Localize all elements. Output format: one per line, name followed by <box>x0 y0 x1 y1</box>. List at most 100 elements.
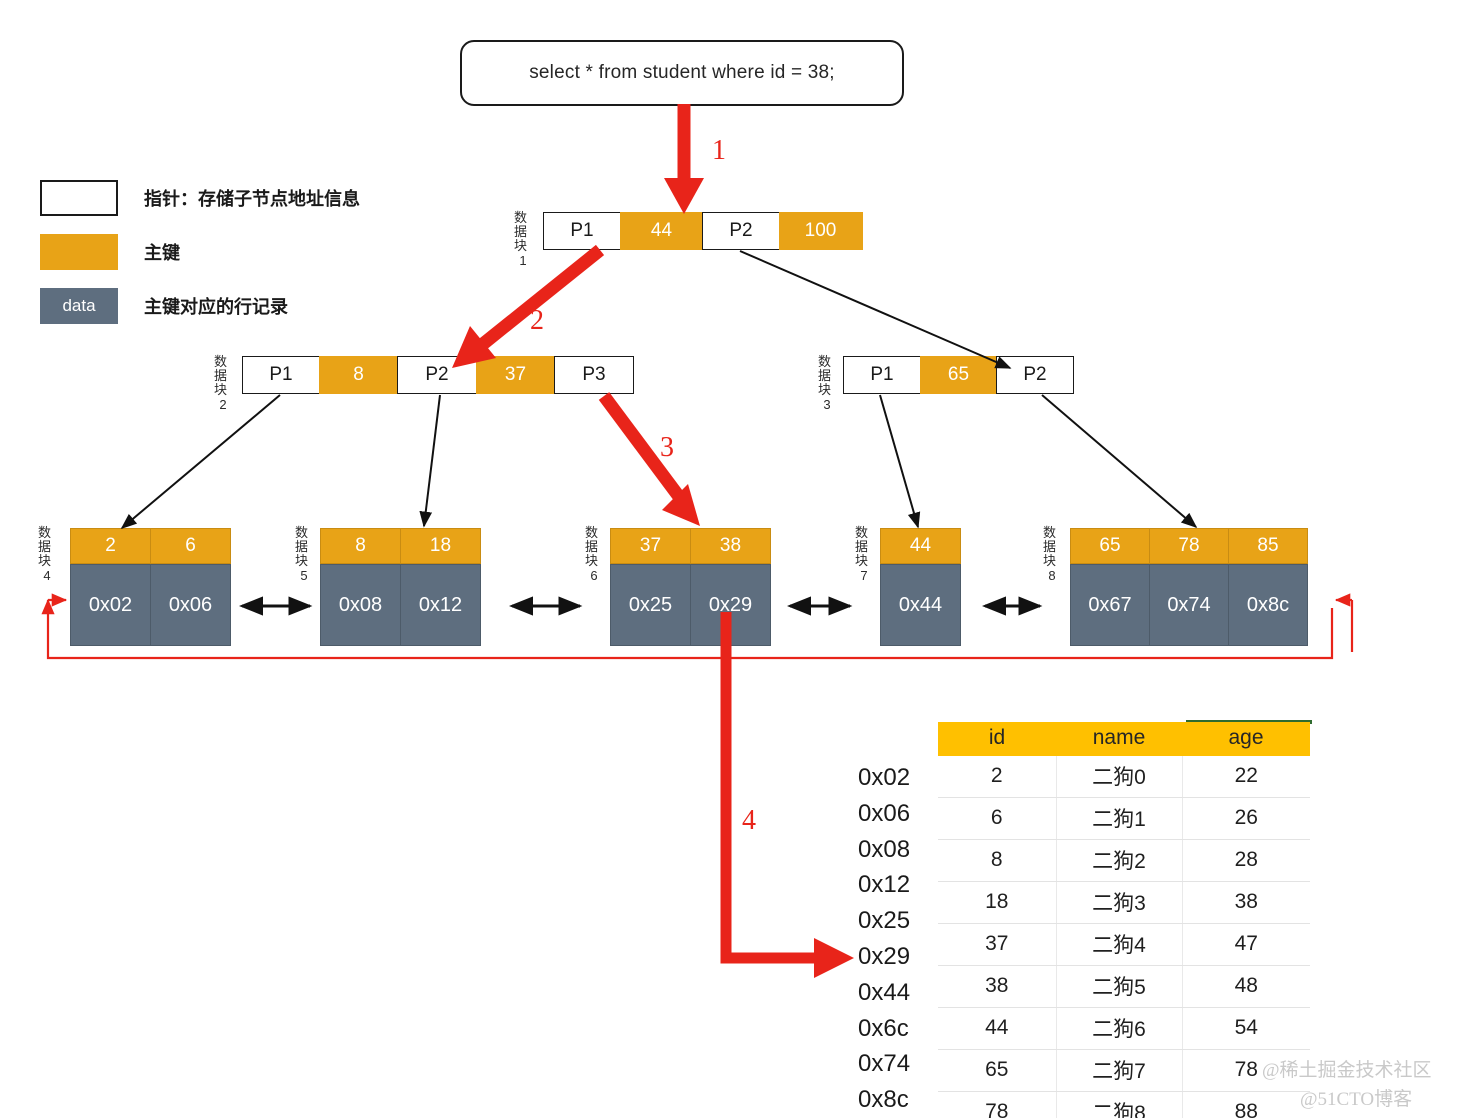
tree-node-internal-left: P1 8 P2 37 P3 <box>242 356 634 394</box>
table-row: 37 二狗4 47 <box>938 923 1310 966</box>
node2-cell-key-37[interactable]: 37 <box>475 356 556 394</box>
record-address-column: 0x02 0x06 0x08 0x12 0x25 0x29 0x44 0x6c … <box>858 760 910 1118</box>
cell-age: 38 <box>1182 881 1310 924</box>
leaf-node-6: 37 38 0x25 0x29 <box>610 528 771 646</box>
block-label-5: 数据块 5 <box>295 525 313 584</box>
root-cell-key-100[interactable]: 100 <box>778 212 863 250</box>
node2-cell-p1[interactable]: P1 <box>242 356 320 394</box>
column-header-age: age <box>1182 722 1310 756</box>
leaf-4-key-0[interactable]: 2 <box>70 528 151 564</box>
leaf-6-key-1[interactable]: 38 <box>690 528 771 564</box>
table-row: 44 二狗6 54 <box>938 1007 1310 1050</box>
block-label-prefix: 数据块 <box>585 525 599 569</box>
cell-id: 65 <box>938 1049 1057 1092</box>
leaf-7-key-0[interactable]: 44 <box>880 528 961 564</box>
root-cell-p1[interactable]: P1 <box>543 212 621 250</box>
leaf-6-data: 0x25 0x29 <box>610 564 771 646</box>
root-cell-p2[interactable]: P2 <box>702 212 780 250</box>
cell-id: 38 <box>938 965 1057 1008</box>
table-row: 6 二狗1 26 <box>938 797 1310 840</box>
block-label-1: 数据块 1 <box>514 210 532 269</box>
leaf-8-data-2[interactable]: 0x8c <box>1228 564 1308 646</box>
leaf-6-data-0[interactable]: 0x25 <box>610 564 691 646</box>
leaf-5-key-1[interactable]: 18 <box>400 528 481 564</box>
leaf-8-key-0[interactable]: 65 <box>1070 528 1150 564</box>
leaf-node-7: 44 0x44 <box>880 528 961 646</box>
leaf-5-data-0[interactable]: 0x08 <box>320 564 401 646</box>
node3-cell-p1[interactable]: P1 <box>843 356 921 394</box>
block-label-prefix: 数据块 <box>1043 525 1057 569</box>
cell-name: 二狗3 <box>1056 881 1183 924</box>
block-label-prefix: 数据块 <box>818 354 832 398</box>
leaf-5-data: 0x08 0x12 <box>320 564 481 646</box>
cell-age: 54 <box>1182 1007 1310 1050</box>
cell-age: 78 <box>1182 1049 1310 1092</box>
leaf-6-data-1[interactable]: 0x29 <box>690 564 771 646</box>
block-label-number: 5 <box>300 568 308 584</box>
node3-cell-p2[interactable]: P2 <box>996 356 1074 394</box>
watermark-secondary: @51CTO博客 <box>1300 1089 1413 1110</box>
edge-root-to-node3 <box>739 250 1012 369</box>
edge-node3-to-leaf7 <box>879 394 921 529</box>
leaf-node-5: 8 18 0x08 0x12 <box>320 528 481 646</box>
cell-age: 88 <box>1182 1091 1310 1118</box>
block-label-number: 8 <box>1048 568 1056 584</box>
node2-cell-p2[interactable]: P2 <box>397 356 477 394</box>
leaf-5-key-0[interactable]: 8 <box>320 528 401 564</box>
record-address: 0x12 <box>858 871 911 899</box>
leaf-6-keys: 37 38 <box>610 528 771 564</box>
leaf-7-keys: 44 <box>880 528 961 564</box>
tree-node-internal-right: P1 65 P2 <box>843 356 1074 394</box>
leaf-8-key-2[interactable]: 85 <box>1228 528 1308 564</box>
leaf-6-key-0[interactable]: 37 <box>610 528 691 564</box>
cell-name: 二狗1 <box>1056 797 1183 840</box>
leaf-4-data: 0x02 0x06 <box>70 564 231 646</box>
leaf-4-data-1[interactable]: 0x06 <box>150 564 231 646</box>
root-cell-key-44[interactable]: 44 <box>619 212 704 250</box>
leaf-5-data-1[interactable]: 0x12 <box>400 564 481 646</box>
record-address: 0x8c <box>858 1086 909 1114</box>
node3-cell-key-65[interactable]: 65 <box>919 356 998 394</box>
cell-age: 26 <box>1182 797 1310 840</box>
leaf-8-key-1[interactable]: 78 <box>1149 528 1229 564</box>
edge-node3-to-leaf8 <box>1041 394 1198 529</box>
step-arrow-1 <box>664 104 704 214</box>
leaf-4-data-0[interactable]: 0x02 <box>70 564 151 646</box>
node2-cell-p3[interactable]: P3 <box>554 356 634 394</box>
leaf-4-keys: 2 6 <box>70 528 231 564</box>
sql-query-box: select * from student where id = 38; <box>460 40 904 106</box>
record-address: 0x44 <box>858 978 911 1006</box>
leaf-7-data-0[interactable]: 0x44 <box>880 564 961 646</box>
leaf-8-data: 0x67 0x74 0x8c <box>1070 564 1308 646</box>
watermark-primary: @稀土掘金技术社区 <box>1262 1060 1432 1081</box>
block-label-number: 1 <box>519 253 527 269</box>
cell-age: 47 <box>1182 923 1310 966</box>
legend-swatch-pointer <box>40 180 118 216</box>
cell-name: 二狗7 <box>1056 1049 1183 1092</box>
leaf-8-data-0[interactable]: 0x67 <box>1070 564 1150 646</box>
legend-item-data: data 主键对应的行记录 <box>40 288 288 324</box>
legend-label-data: 主键对应的行记录 <box>144 297 288 317</box>
step-number-1: 1 <box>712 135 726 166</box>
table-row: 38 二狗5 48 <box>938 965 1310 1008</box>
record-address: 0x74 <box>858 1050 911 1078</box>
node2-cell-key-8[interactable]: 8 <box>318 356 399 394</box>
cell-id: 78 <box>938 1091 1057 1118</box>
leaf-4-key-1[interactable]: 6 <box>150 528 231 564</box>
step-number-2: 2 <box>530 305 544 336</box>
leaf-8-data-1[interactable]: 0x74 <box>1149 564 1229 646</box>
block-label-prefix: 数据块 <box>38 525 52 569</box>
block-label-prefix: 数据块 <box>855 525 869 569</box>
cell-id: 2 <box>938 756 1057 798</box>
legend-label-key: 主键 <box>144 243 180 263</box>
block-label-number: 6 <box>590 568 598 584</box>
block-label-number: 2 <box>219 397 227 413</box>
step-number-3: 3 <box>660 432 674 463</box>
block-label-number: 4 <box>43 568 51 584</box>
column-header-id: id <box>938 722 1056 756</box>
block-label-prefix: 数据块 <box>514 210 528 254</box>
edge-node2-to-leaf4 <box>120 394 281 530</box>
cell-name: 二狗4 <box>1056 923 1183 966</box>
record-table: id name age 2 二狗0 22 6 二狗1 26 8 <box>938 722 1310 1118</box>
